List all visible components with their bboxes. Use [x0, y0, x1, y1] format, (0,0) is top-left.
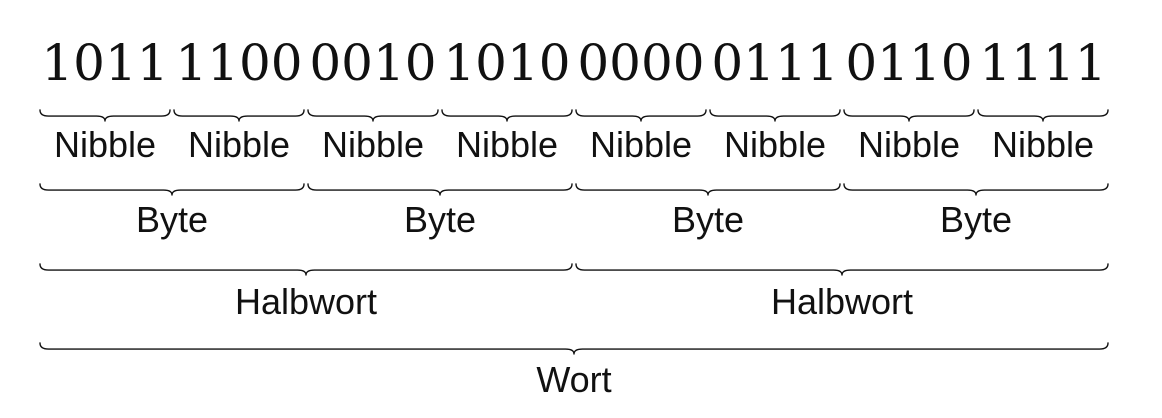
brace-levels: Nibble Nibble Nibble Nibble Nibble Nibble Nibb…	[39, 109, 1109, 400]
byte-label-3: Byte	[672, 199, 744, 240]
byte-brace-1	[39, 183, 305, 196]
level-wort: Wort	[39, 342, 1109, 400]
halbwort-brace-2	[575, 263, 1109, 276]
halbwort-label-2: Halbwort	[771, 281, 913, 322]
level-byte: Byte Byte Byte Byte	[39, 183, 1109, 240]
nibble-brace-1	[39, 109, 171, 122]
wort-brace-1	[39, 342, 1109, 355]
nibble-label-1: Nibble	[54, 124, 156, 165]
nibble-label-3: Nibble	[322, 124, 424, 165]
nibble-label-2: Nibble	[188, 124, 290, 165]
nibble-brace-6	[709, 109, 841, 122]
wort-label-1: Wort	[536, 359, 611, 400]
nibble-brace-8	[977, 109, 1109, 122]
byte-brace-3	[575, 183, 841, 196]
byte-label-4: Byte	[940, 199, 1012, 240]
bit-group-3: 0010	[309, 34, 436, 92]
nibble-label-7: Nibble	[858, 124, 960, 165]
level-halbwort: Halbwort Halbwort	[39, 263, 1109, 322]
byte-brace-4	[843, 183, 1109, 196]
nibble-brace-4	[441, 109, 573, 122]
byte-brace-2	[307, 183, 573, 196]
nibble-label-5: Nibble	[590, 124, 692, 165]
level-nibble: Nibble Nibble Nibble Nibble Nibble Nibble Nibb…	[39, 109, 1109, 165]
halbwort-brace-1	[39, 263, 573, 276]
bit-group-4: 1010	[443, 34, 570, 92]
nibble-brace-5	[575, 109, 707, 122]
nibble-label-8: Nibble	[992, 124, 1094, 165]
bit-group-2: 1100	[175, 34, 302, 92]
bit-group-8: 1111	[979, 34, 1106, 92]
nibble-label-4: Nibble	[456, 124, 558, 165]
bit-group-1: 1011	[41, 34, 168, 92]
bit-group-5: 0000	[577, 34, 704, 92]
byte-label-1: Byte	[136, 199, 208, 240]
nibble-brace-3	[307, 109, 439, 122]
nibble-brace-2	[173, 109, 305, 122]
bit-group-6: 0111	[711, 34, 838, 92]
halbwort-label-1: Halbwort	[235, 281, 377, 322]
nibble-brace-7	[843, 109, 975, 122]
byte-label-2: Byte	[404, 199, 476, 240]
nibble-label-6: Nibble	[724, 124, 826, 165]
bit-group-7: 0110	[845, 34, 972, 92]
